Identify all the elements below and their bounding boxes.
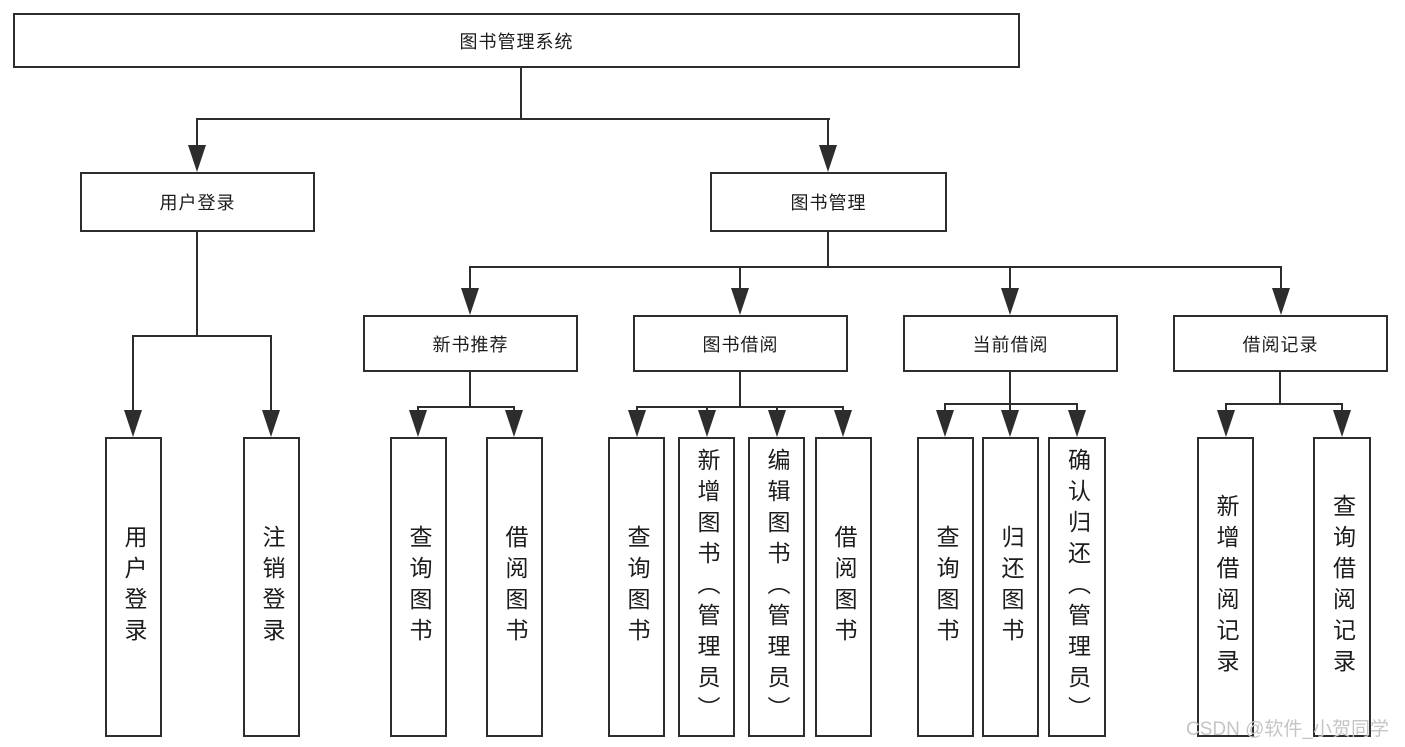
- connector-line: [417, 406, 515, 408]
- node-label: 查询图书: [933, 525, 959, 649]
- leaf-borrow-edit-books-admin: 编辑图书（管理员）: [748, 437, 805, 737]
- node-label: 借阅记录: [1242, 334, 1319, 355]
- node-user-login: 用户登录: [80, 172, 315, 232]
- arrow-down-icon: [1068, 410, 1086, 437]
- connector-line: [1225, 403, 1227, 413]
- connector-line: [1279, 372, 1281, 405]
- arrow-down-icon: [188, 145, 206, 172]
- leaf-user-login: 用户登录: [105, 437, 162, 737]
- node-borrow-records: 借阅记录: [1173, 315, 1388, 372]
- leaf-borrow-borrow-books: 借阅图书: [815, 437, 872, 737]
- connector-line: [1280, 266, 1282, 290]
- node-label: 新增图书（管理员）: [694, 447, 720, 727]
- arrow-down-icon: [819, 145, 837, 172]
- connector-line: [196, 232, 198, 337]
- node-label: 借阅图书: [502, 525, 528, 649]
- arrow-down-icon: [262, 410, 280, 437]
- node-label: 图书管理系统: [459, 31, 574, 52]
- node-label: 新增借阅记录: [1213, 494, 1239, 680]
- node-root-system: 图书管理系统: [13, 13, 1020, 68]
- connector-line: [520, 68, 522, 120]
- node-label: 图书借阅: [702, 334, 779, 355]
- connector-line: [1009, 403, 1011, 413]
- connector-line: [469, 266, 1282, 268]
- leaf-logout: 注销登录: [243, 437, 300, 737]
- node-label: 编辑图书（管理员）: [764, 447, 790, 727]
- leaf-borrow-query-books: 查询图书: [608, 437, 665, 737]
- connector-line: [944, 403, 946, 413]
- node-label: 新书推荐: [432, 334, 509, 355]
- node-label: 注销登录: [259, 525, 285, 649]
- connector-line: [1076, 403, 1078, 413]
- connector-line: [944, 403, 1078, 405]
- leaf-current-confirm-return-admin: 确认归还（管理员）: [1048, 437, 1106, 737]
- arrow-down-icon: [768, 410, 786, 437]
- node-current-borrow: 当前借阅: [903, 315, 1118, 372]
- leaf-records-query-record: 查询借阅记录: [1313, 437, 1371, 737]
- arrow-down-icon: [505, 410, 523, 437]
- connector-line: [469, 372, 471, 408]
- connector-line: [739, 266, 741, 290]
- node-label: 当前借阅: [972, 334, 1049, 355]
- connector-line: [132, 335, 134, 411]
- arrow-down-icon: [124, 410, 142, 437]
- leaf-newbook-query-books: 查询图书: [390, 437, 447, 737]
- connector-line: [132, 335, 272, 337]
- arrow-down-icon: [1001, 288, 1019, 315]
- leaf-current-query-books: 查询图书: [917, 437, 974, 737]
- connector-line: [827, 118, 829, 150]
- connector-line: [1009, 266, 1011, 290]
- node-new-book-recommend: 新书推荐: [363, 315, 578, 372]
- arrow-down-icon: [1333, 410, 1351, 437]
- node-label: 用户登录: [121, 525, 147, 649]
- node-label: 归还图书: [998, 525, 1024, 649]
- node-label: 查询借阅记录: [1329, 494, 1356, 680]
- leaf-records-add-record: 新增借阅记录: [1197, 437, 1254, 737]
- leaf-borrow-add-books-admin: 新增图书（管理员）: [678, 437, 735, 737]
- arrow-down-icon: [834, 410, 852, 437]
- arrow-down-icon: [936, 410, 954, 437]
- node-book-borrow: 图书借阅: [633, 315, 848, 372]
- node-book-management: 图书管理: [710, 172, 947, 232]
- leaf-current-return-books: 归还图书: [982, 437, 1039, 737]
- arrow-down-icon: [1001, 410, 1019, 437]
- arrow-down-icon: [731, 288, 749, 315]
- node-label: 确认归还（管理员）: [1064, 447, 1091, 727]
- node-label: 借阅图书: [831, 525, 857, 649]
- node-label: 用户登录: [159, 193, 236, 213]
- connector-line: [827, 232, 829, 268]
- csdn-watermark: CSDN @软件_小贺同学: [1186, 719, 1389, 740]
- leaf-newbook-borrow-books: 借阅图书: [486, 437, 543, 737]
- node-label: 图书管理: [790, 193, 867, 213]
- arrow-down-icon: [698, 410, 716, 437]
- connector-line: [196, 118, 198, 150]
- arrow-down-icon: [1272, 288, 1290, 315]
- arrow-down-icon: [409, 410, 427, 437]
- connector-line: [739, 372, 741, 408]
- connector-line: [270, 335, 272, 411]
- connector-line: [636, 406, 844, 408]
- arrow-down-icon: [461, 288, 479, 315]
- connector-line: [196, 118, 830, 120]
- connector-line: [469, 266, 471, 290]
- connector-line: [1341, 403, 1343, 413]
- connector-line: [1009, 372, 1011, 405]
- arrow-down-icon: [628, 410, 646, 437]
- arrow-down-icon: [1217, 410, 1235, 437]
- node-label: 查询图书: [624, 525, 650, 649]
- node-label: 查询图书: [406, 525, 432, 649]
- connector-line: [1225, 403, 1343, 405]
